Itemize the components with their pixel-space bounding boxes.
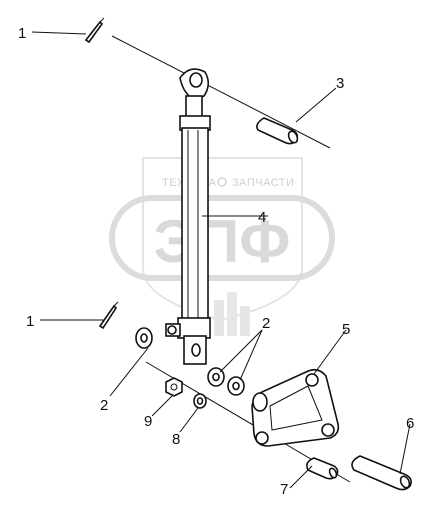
axis-line-top [111,35,331,149]
part-cotter-pin-left [98,301,119,330]
watermark-gear-icon [217,177,227,187]
part-pin-3 [256,117,299,145]
part-bolt [306,457,339,480]
part-hydraulic-cylinder [165,68,211,365]
leader-lines [31,31,411,489]
callout-1-left: 1 [26,313,34,330]
callout-6: 6 [406,415,414,432]
watermark-buildings-icon [214,292,250,336]
part-nut [165,377,183,397]
callout-2-right: 2 [262,315,270,332]
part-long-pin [351,455,412,491]
callout-1-top: 1 [18,25,26,42]
part-washer-mid [207,367,225,387]
watermark: ТЕХНИКА ЗАПЧАСТИ ЭПФ [109,157,335,336]
part-bracket [251,368,340,447]
part-lock-washer [193,393,207,409]
callout-9: 9 [144,413,152,430]
callout-4: 4 [258,209,266,226]
callout-5: 5 [342,321,350,338]
part-washer-left [135,327,153,349]
watermark-tagline-right: ЗАПЧАСТИ [232,177,294,189]
callout-8: 8 [172,431,180,448]
watermark-logo-frame [109,195,335,281]
part-cotter-pin-top [84,17,105,44]
callout-2-left: 2 [100,397,108,414]
callout-3: 3 [336,75,344,92]
part-washer-right [227,376,245,396]
watermark-logo: ЭПФ [153,208,290,275]
callout-7: 7 [280,481,288,498]
